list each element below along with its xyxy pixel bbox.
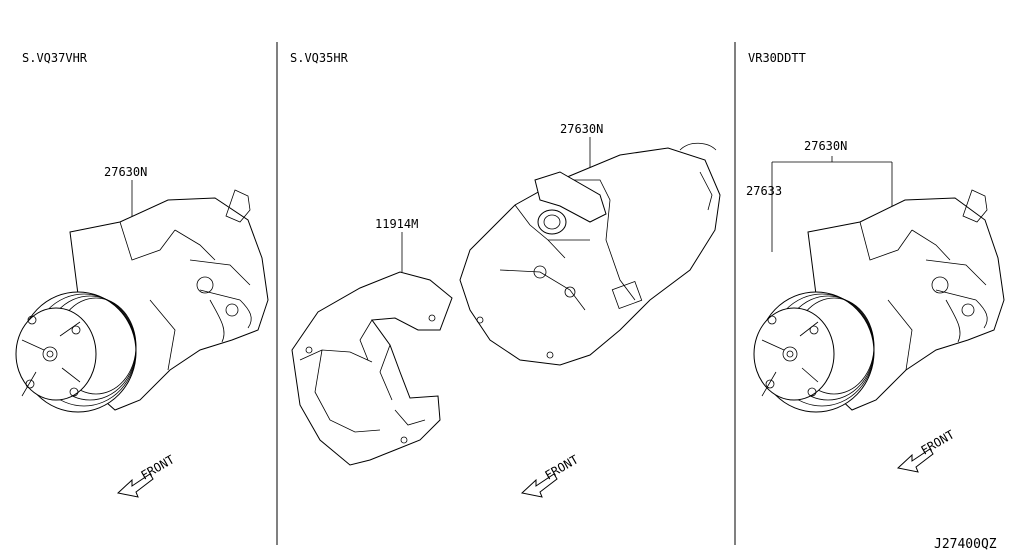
compressor-illustration-vq35 <box>459 142 721 366</box>
front-label-p3: FRONT <box>919 427 957 457</box>
front-label-p1: FRONT <box>139 452 177 482</box>
front-arrow-p1: FRONT <box>116 452 177 498</box>
front-arrow-p3: FRONT <box>896 427 957 473</box>
engine-label-vr30ddtt: VR30DDTT <box>748 51 806 65</box>
part-label-27630n-p3: 27630N <box>804 139 847 153</box>
engine-label-vq35hr: S.VQ35HR <box>290 51 349 65</box>
compressor-illustration-vq37 <box>15 189 269 413</box>
part-label-27630n-p1: 27630N <box>104 165 147 179</box>
part-label-27630n-p2: 27630N <box>560 122 603 136</box>
part-label-27633: 27633 <box>746 184 782 198</box>
front-label-p2: FRONT <box>543 452 581 482</box>
heat-shield-illustration <box>291 271 453 466</box>
diagram-code: J27400QZ <box>934 537 997 552</box>
compressor-illustration-vr30 <box>753 189 1005 413</box>
front-arrow-p2: FRONT <box>520 452 581 498</box>
engine-label-vq37vhr: S.VQ37VHR <box>22 51 88 65</box>
part-label-11914m: 11914M <box>375 217 418 231</box>
